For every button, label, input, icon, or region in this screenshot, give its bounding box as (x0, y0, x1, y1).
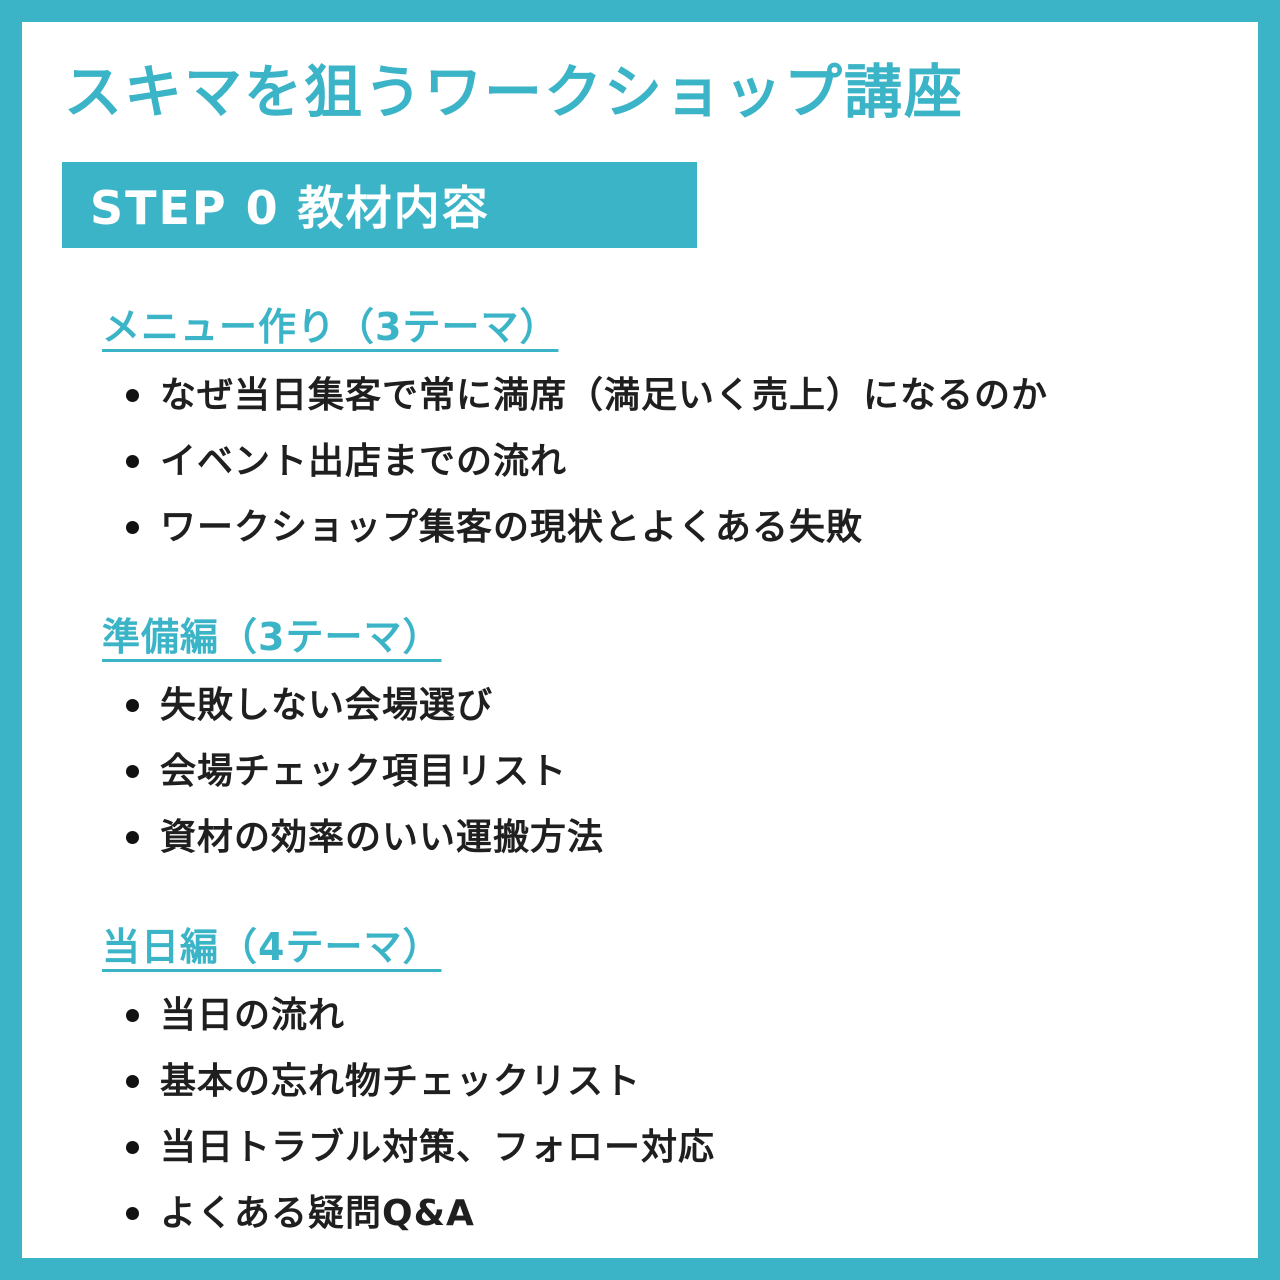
bullet-list-menu-making: なぜ当日集客で常に満席（満足いく売上）になるのか イベント出店までの流れ ワーク… (102, 373, 1258, 550)
step-banner: STEP 0 教材内容 (62, 161, 697, 248)
content-area: メニュー作り（3テーマ） なぜ当日集客で常に満席（満足いく売上）になるのか イベ… (102, 296, 1258, 1236)
list-item: なぜ当日集客で常に満席（満足いく売上）になるのか (102, 373, 1258, 418)
section-menu-making: メニュー作り（3テーマ） なぜ当日集客で常に満席（満足いく売上）になるのか イベ… (102, 296, 1258, 550)
section-preparation: 準備編（3テーマ） 失敗しない会場選び 会場チェック項目リスト 資材の効率のいい… (102, 606, 1258, 860)
section-event-day: 当日編（4テーマ） 当日の流れ 基本の忘れ物チェックリスト 当日トラブル対策、フ… (102, 916, 1258, 1236)
list-item: ワークショップ集客の現状とよくある失敗 (102, 505, 1258, 550)
list-item: 当日の流れ (102, 993, 1258, 1038)
section-heading-preparation: 準備編（3テーマ） (102, 614, 442, 659)
step-banner-label: STEP 0 教材内容 (90, 180, 490, 235)
page-title: スキマを狙うワークショップ講座 (64, 58, 965, 126)
list-item: 基本の忘れ物チェックリスト (102, 1059, 1258, 1104)
list-item: 失敗しない会場選び (102, 683, 1258, 728)
section-heading-menu-making: メニュー作り（3テーマ） (102, 304, 559, 349)
list-item: 当日トラブル対策、フォロー対応 (102, 1125, 1258, 1170)
list-item: イベント出店までの流れ (102, 439, 1258, 484)
section-heading-event-day: 当日編（4テーマ） (102, 924, 442, 969)
list-item: 会場チェック項目リスト (102, 749, 1258, 794)
list-item: よくある疑問Q&A (102, 1191, 1258, 1236)
bullet-list-event-day: 当日の流れ 基本の忘れ物チェックリスト 当日トラブル対策、フォロー対応 よくある… (102, 993, 1258, 1236)
bullet-list-preparation: 失敗しない会場選び 会場チェック項目リスト 資材の効率のいい運搬方法 (102, 683, 1258, 860)
list-item: 資材の効率のいい運搬方法 (102, 815, 1258, 860)
